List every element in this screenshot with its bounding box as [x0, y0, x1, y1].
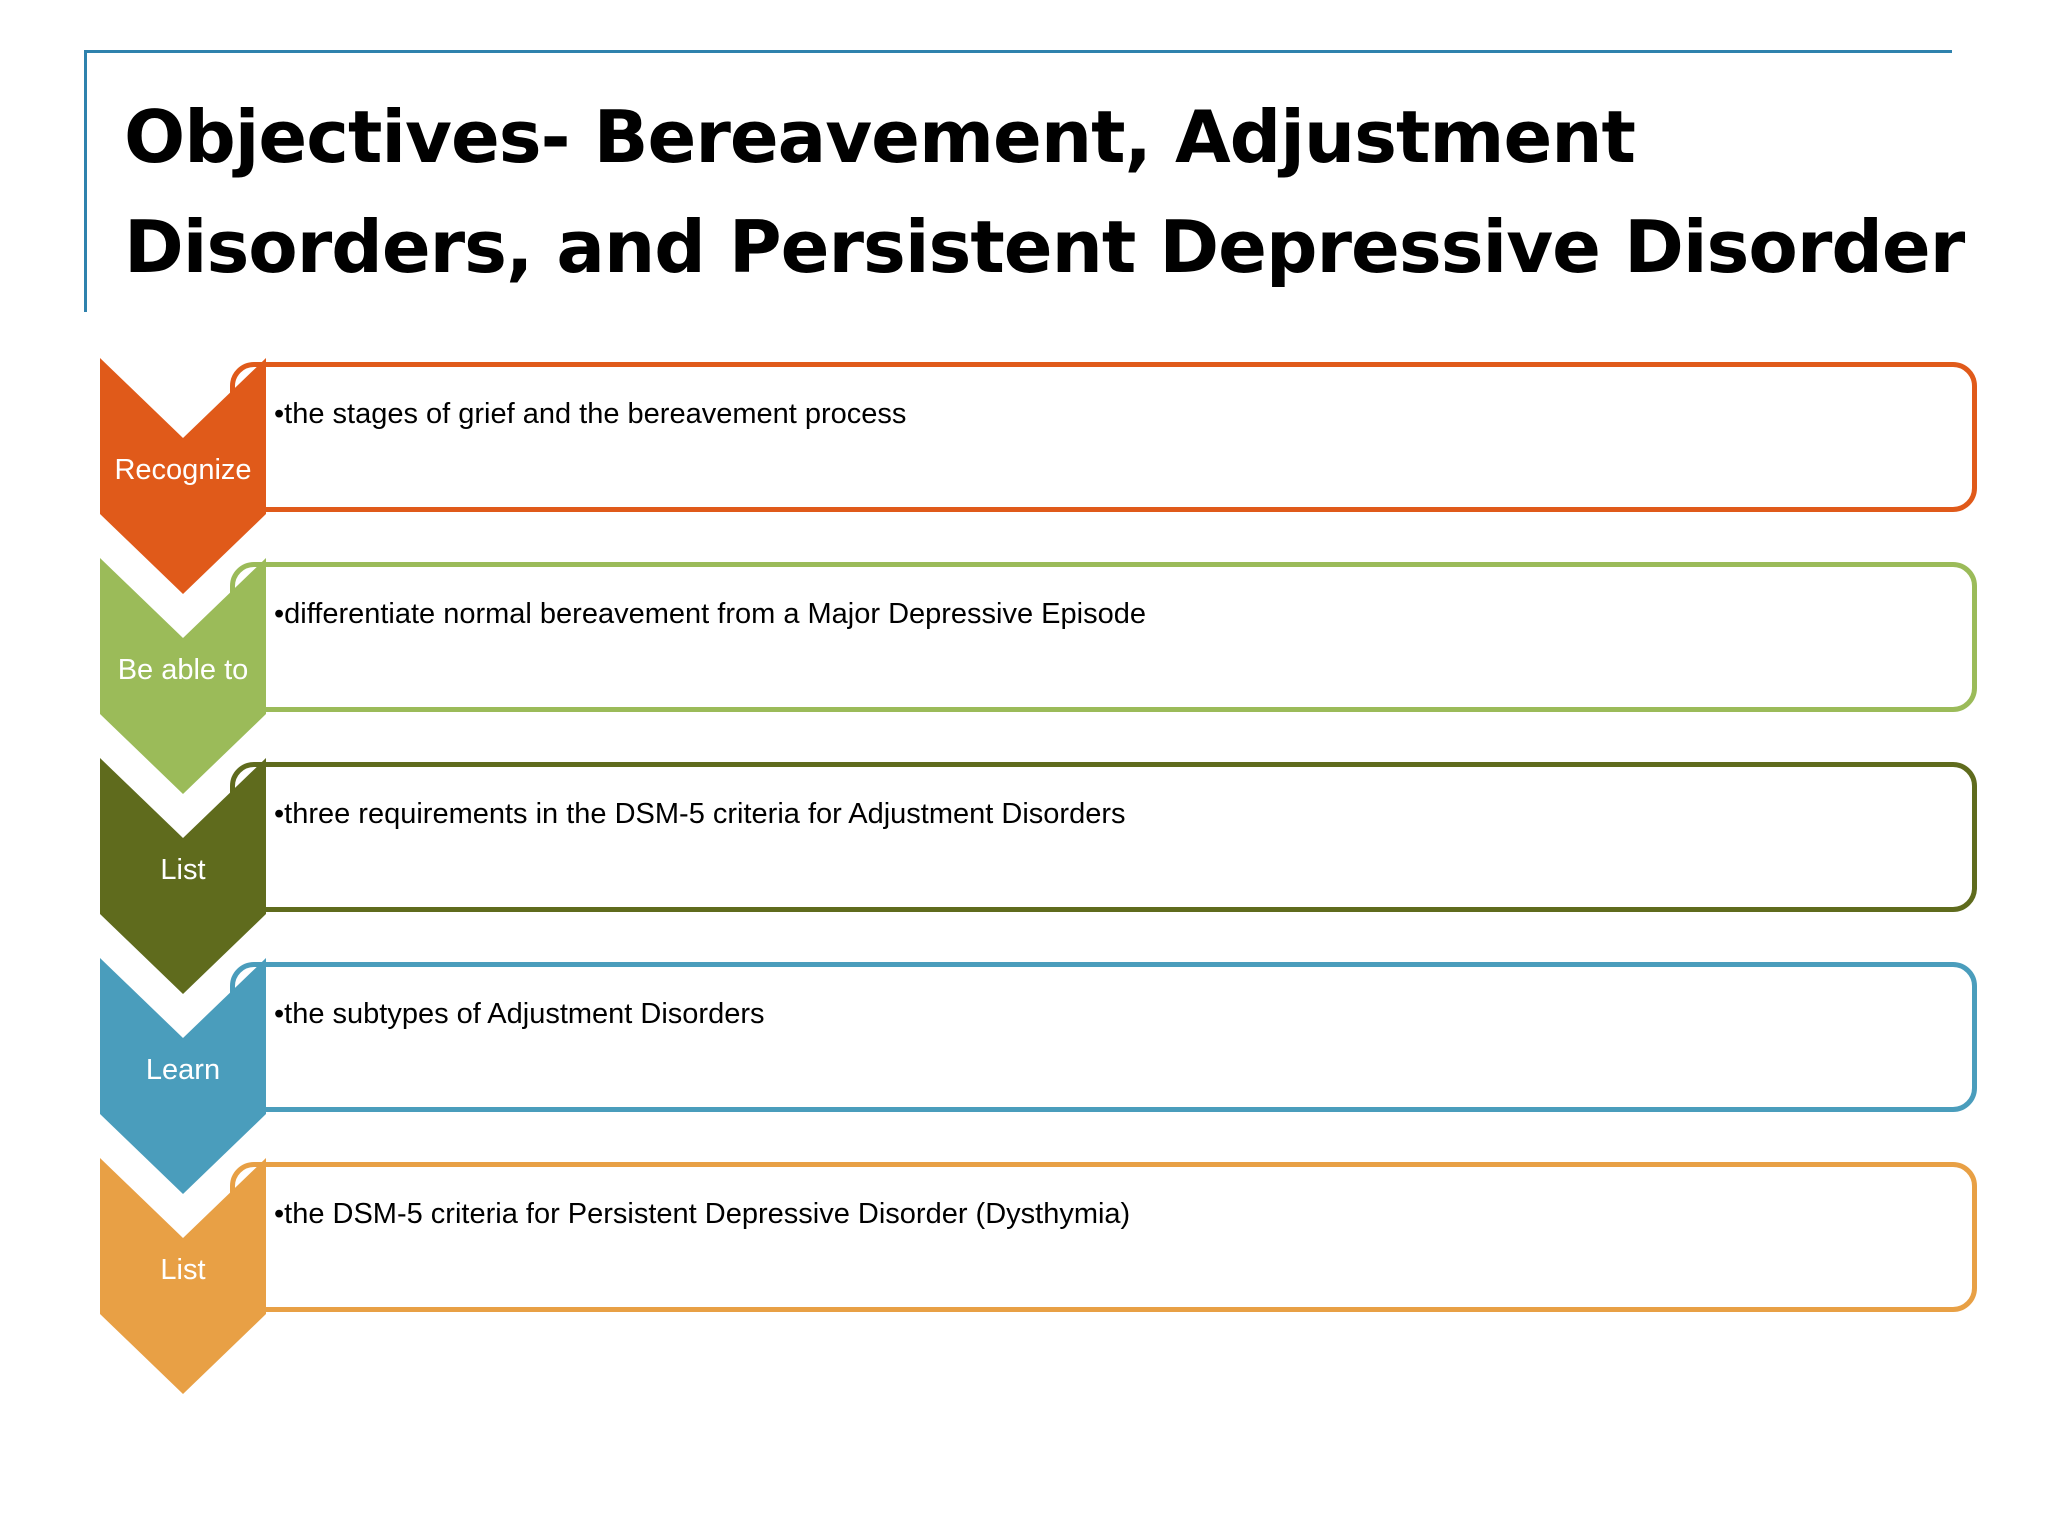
- title-frame-left: [84, 50, 87, 312]
- step-label-1: Recognize: [114, 454, 252, 486]
- chevron-2: [100, 558, 266, 794]
- step-label-3: List: [160, 854, 206, 886]
- chevron-1: [100, 358, 266, 594]
- step-text-4: •the subtypes of Adjustment Disorders: [274, 998, 765, 1030]
- step-text-5: •the DSM-5 criteria for Persistent Depre…: [274, 1198, 1131, 1230]
- step-label-2: Be able to: [117, 654, 249, 686]
- chevron-5: [100, 1158, 266, 1394]
- step-row-4: •the subtypes of Adjustment Disorders Le…: [0, 958, 2048, 1198]
- step-label-4: Learn: [145, 1054, 221, 1086]
- slide-title-line-1: Objectives- Bereavement, Adjustment: [124, 95, 1636, 179]
- title-frame-top: [84, 50, 1952, 53]
- slide-title: Objectives- Bereavement, Adjustment Diso…: [124, 82, 1965, 302]
- step-text-2: •differentiate normal bereavement from a…: [274, 598, 1146, 630]
- step-box-1: [230, 362, 1977, 512]
- chevron-4: [100, 958, 266, 1194]
- step-row-1: •the stages of grief and the bereavement…: [0, 358, 2048, 598]
- step-row-3: •three requirements in the DSM-5 criteri…: [0, 758, 2048, 998]
- step-box-5: [230, 1162, 1977, 1312]
- step-row-2: •differentiate normal bereavement from a…: [0, 558, 2048, 798]
- step-text-1: •the stages of grief and the bereavement…: [274, 398, 907, 430]
- step-label-5: List: [160, 1254, 206, 1286]
- step-box-2: [230, 562, 1977, 712]
- step-box-4: [230, 962, 1977, 1112]
- slide-title-line-2: Disorders, and Persistent Depressive Dis…: [124, 205, 1965, 289]
- step-text-3: •three requirements in the DSM-5 criteri…: [274, 798, 1126, 830]
- step-row-5: •the DSM-5 criteria for Persistent Depre…: [0, 1158, 2048, 1398]
- step-box-3: [230, 762, 1977, 912]
- chevron-3: [100, 758, 266, 994]
